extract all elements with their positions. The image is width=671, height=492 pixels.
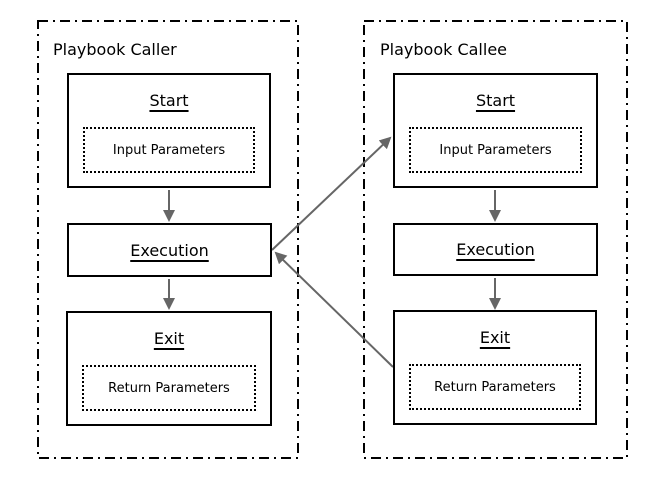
callee-container-frame	[363, 20, 628, 459]
callee-start-node: Start Input Parameters	[393, 73, 598, 188]
callee-group-title: Playbook Callee	[380, 40, 508, 59]
callee-input-parameters-box: Input Parameters	[409, 127, 582, 173]
callee-exit-label: Exit	[479, 328, 511, 347]
callee-execution-node: Execution	[393, 223, 598, 276]
caller-start-node: Start Input Parameters	[67, 73, 271, 188]
caller-start-label: Start	[149, 91, 189, 110]
callee-execution-label: Execution	[456, 240, 535, 259]
return-arrow-callee-exit-to-caller-execution	[274, 251, 394, 368]
caller-execution-label: Execution	[130, 240, 209, 260]
caller-container-frame	[37, 20, 299, 459]
caller-exit-node: Exit Return Parameters	[66, 311, 272, 426]
callee-return-parameters-box: Return Parameters	[409, 364, 581, 410]
caller-input-parameters-box: Input Parameters	[83, 127, 255, 173]
callee-exit-node: Exit Return Parameters	[393, 310, 597, 425]
call-arrow-caller-execution-to-callee-start	[271, 136, 392, 251]
callee-input-parameters-label: Input Parameters	[439, 142, 552, 158]
caller-exit-label: Exit	[153, 329, 185, 348]
callee-return-parameters-label: Return Parameters	[434, 379, 556, 395]
callee-start-label: Start	[475, 91, 516, 110]
caller-return-parameters-box: Return Parameters	[82, 365, 256, 411]
caller-return-parameters-label: Return Parameters	[108, 380, 230, 396]
caller-input-parameters-label: Input Parameters	[112, 142, 226, 158]
caller-execution-node: Execution	[67, 223, 272, 277]
caller-group-title: Playbook Caller	[53, 40, 177, 59]
